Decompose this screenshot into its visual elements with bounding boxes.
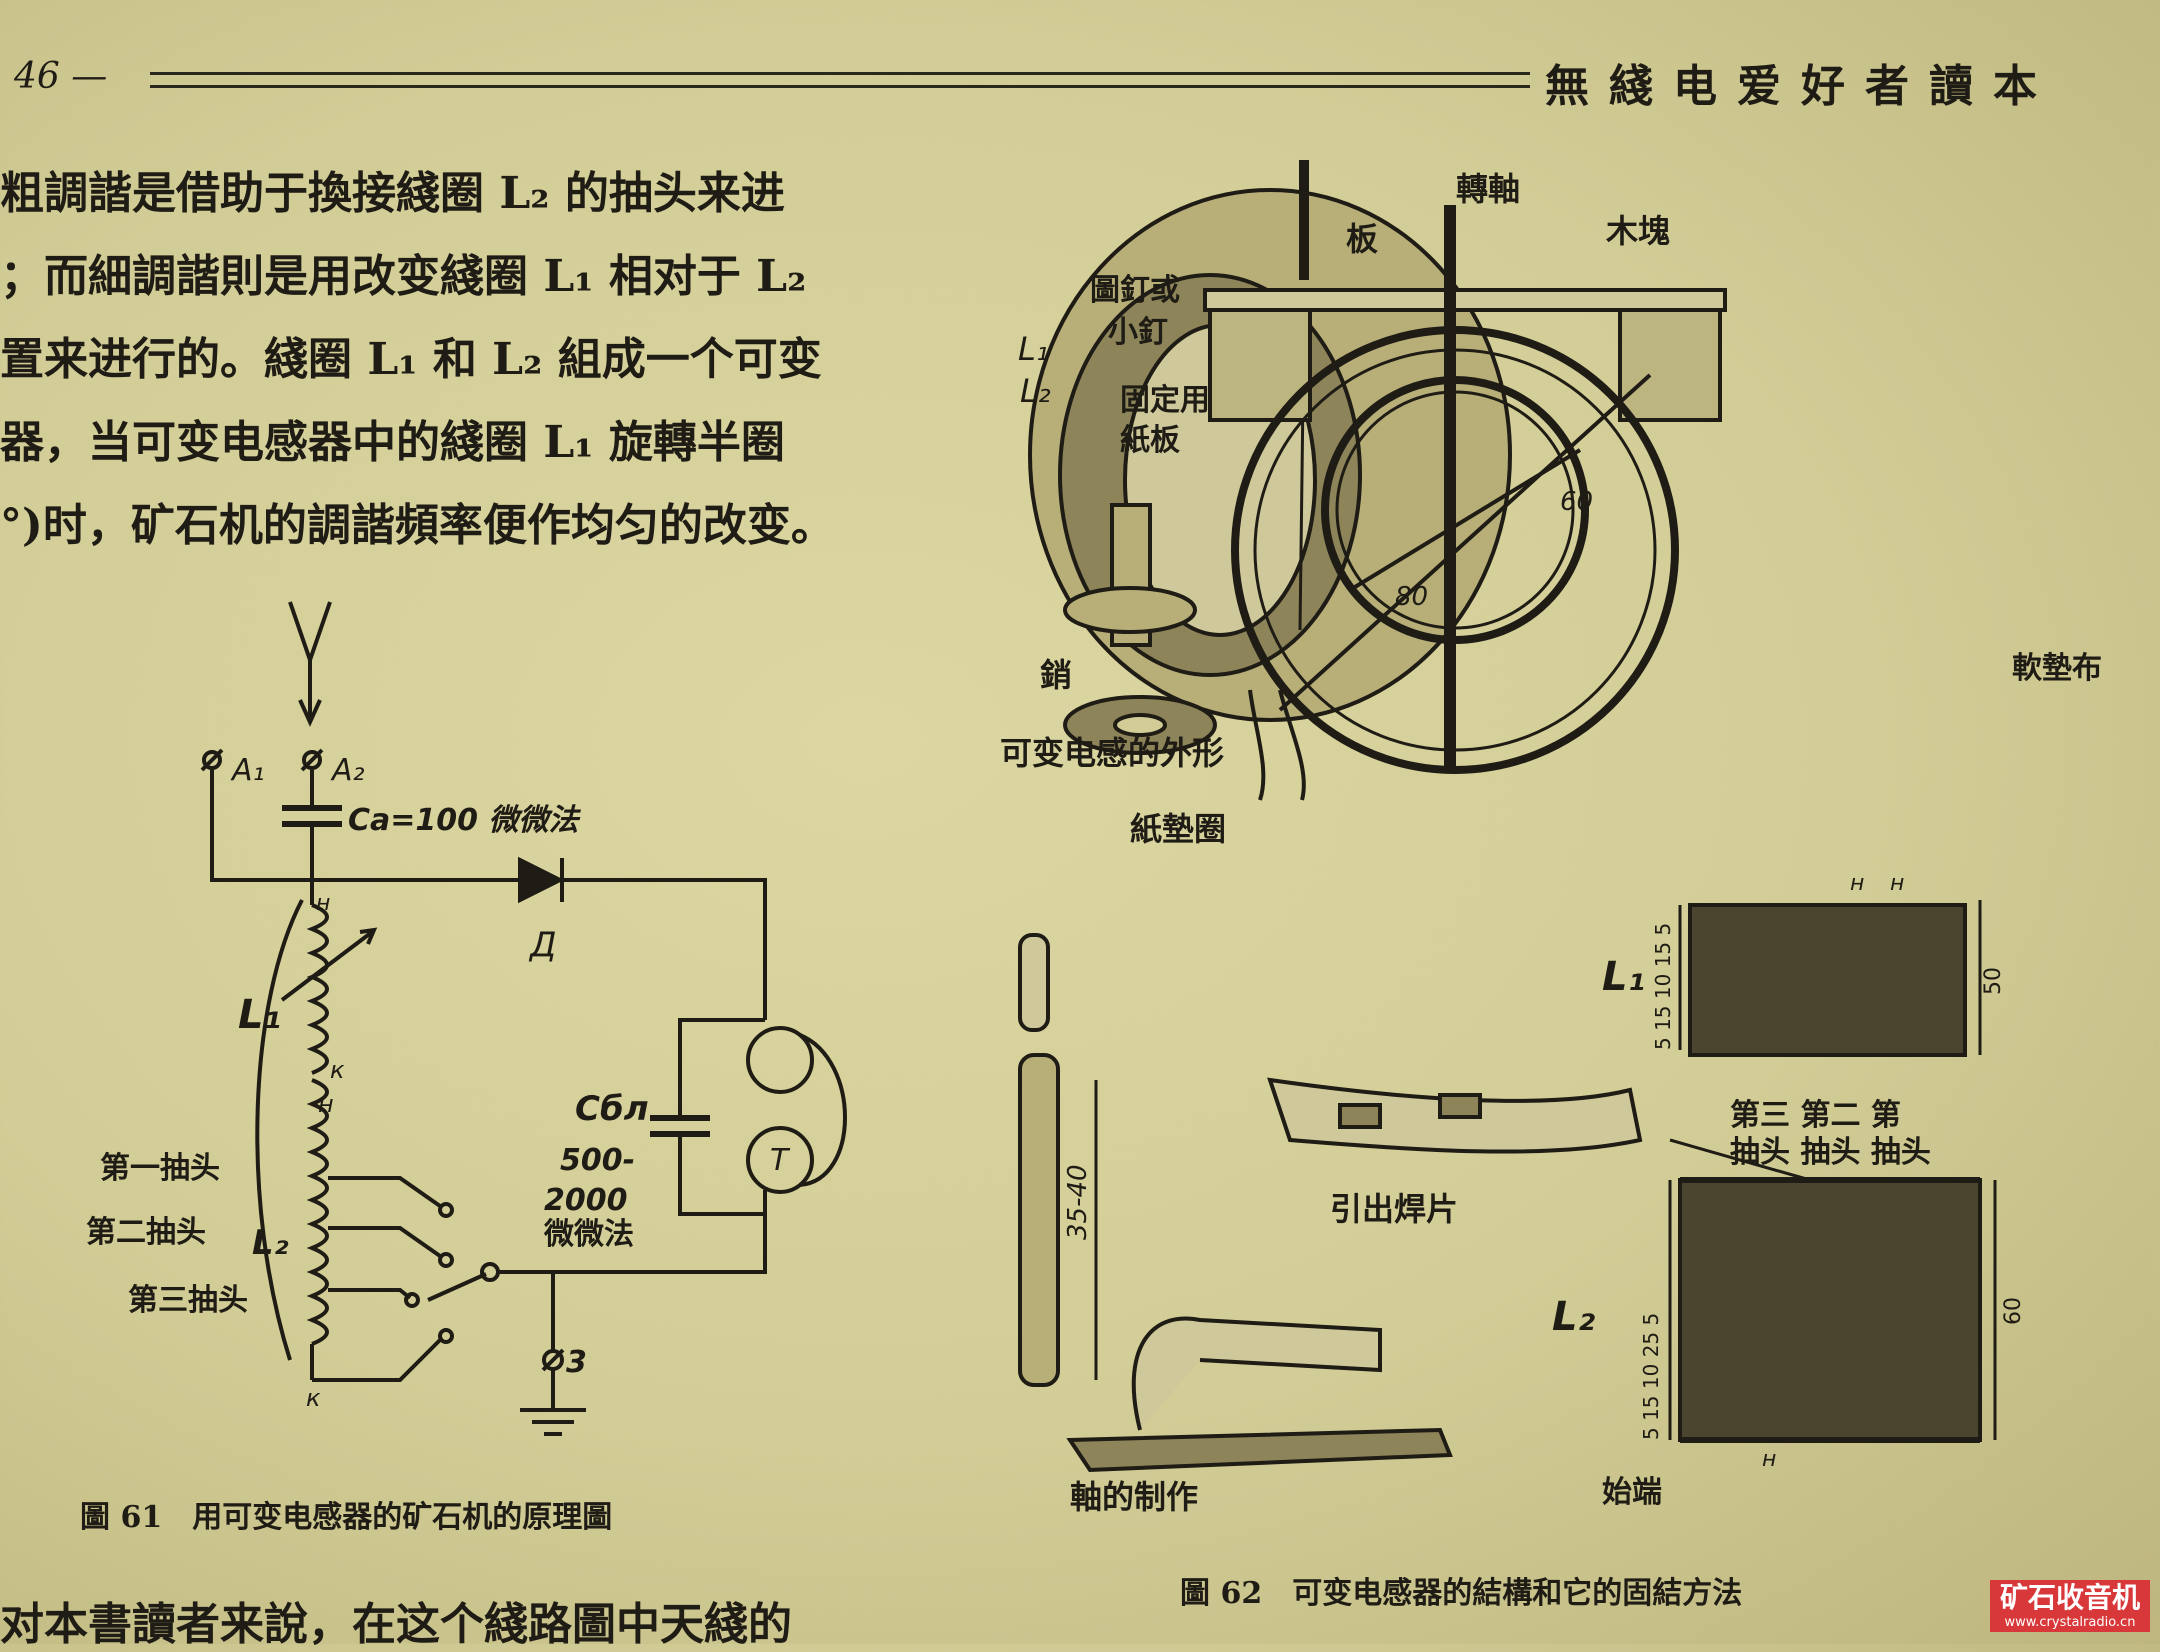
label-cbl-max: 2000 (544, 1183, 628, 1218)
top-board (1203, 288, 1727, 312)
label-dims-l1: 5 15 10 15 5 (1651, 923, 1675, 1050)
header-rule (150, 72, 1530, 88)
coil-l2 (306, 1078, 329, 1346)
label-shaft-make: 軸的制作 (1070, 1478, 1198, 1516)
label-dim3540: 35-40 (1063, 1164, 1093, 1240)
label-l2-ext: L₂ (1020, 372, 1051, 410)
figure62-caption: 圖 62 可变电感器的結構和它的固結方法 (1180, 1576, 1743, 1611)
earphone-top (746, 1026, 814, 1094)
label-nail: 圖釘或 (1090, 273, 1180, 308)
label-ca: Cа=100 微微法 (348, 803, 581, 838)
body-line: 置来进行的。綫圈 L₁ 和 L₂ 組成一个可变 (0, 334, 822, 385)
label-dim-l1-len: 50 (1981, 967, 2006, 995)
label-exterior: 可变电感的外形 (1000, 734, 1224, 772)
label-fix2: 紙板 (1120, 423, 1180, 458)
label-fix1: 固定用 (1120, 383, 1210, 418)
body-line: 粗調諧是借助于換接綫圈 L₂ 的抽头来进 (0, 168, 785, 219)
label-felt: 軟墊布 (2012, 651, 2102, 686)
watermark-text: 矿石收音机 (1999, 1581, 2140, 1614)
label-phones: T (770, 1143, 791, 1178)
label-wood: 木塊 (1605, 212, 1670, 250)
label-diode: Д (528, 925, 557, 965)
label-h2: н (318, 1090, 334, 1118)
body-line: °)时，矿石机的調諧頻率便作均匀的改变。 (0, 500, 835, 551)
label-a2: A₂ (330, 753, 365, 788)
label-l2: L₂ (252, 1223, 289, 1263)
label-solder: 引出焊片 (1330, 1190, 1458, 1228)
figure61-circuit: A₁ A₂ Cа=100 微微法 н Д L₁ к н 第一抽头 第二抽头 L₂… (86, 601, 847, 1436)
label-tap1: 第一抽头 (100, 1151, 220, 1186)
body-paragraph: 粗調諧是借助于換接綫圈 L₂ 的抽头来进 ；而細調諧則是用改变綫圈 L₁ 相对于… (0, 152, 975, 567)
label-pin: 銷 (1040, 656, 1072, 694)
label-h-top: н (316, 891, 330, 916)
label-shaft: 轉軸 (1456, 170, 1520, 208)
label-l1: L₁ (238, 992, 281, 1038)
label-dim-l2-len: 60 (2001, 1297, 2026, 1325)
body-line: ；而細調諧則是用改变綫圈 L₁ 相对于 L₂ (0, 251, 807, 302)
label-cbl: Cбл (575, 1089, 649, 1129)
body-line: 器，当可变电感器中的綫圈 L₁ 旋轉半圈 (0, 417, 785, 468)
figure61-caption: 圖 61 用可变电感器的矿石机的原理圖 (80, 1500, 613, 1535)
label-cbl-min: 500- (560, 1143, 635, 1178)
label-h-a: н (1850, 871, 1864, 896)
shaft-end (1018, 933, 1050, 1032)
antenna-symbol (288, 601, 332, 667)
label-a1: A₁ (230, 753, 265, 788)
coil-l1 (306, 903, 329, 1075)
label-dims-l2: 5 15 10 25 5 (1639, 1313, 1663, 1440)
label-washer: 紙墊圈 (1130, 810, 1226, 848)
label-l1-coil: L₁ (1602, 954, 1645, 1000)
cross-outer-coil (1231, 326, 1679, 774)
label-h-c: н (1762, 1447, 1776, 1472)
label-taps: 第三 第二 第 (1730, 1098, 1901, 1133)
diode-symbol (518, 856, 565, 904)
label-taps2: 抽头 抽头 抽头 (1730, 1135, 1931, 1170)
final-paragraph: 对本書讀者来說，在这个綫路圖中天綫的 (0, 1599, 792, 1650)
shaft-body (1018, 1053, 1060, 1387)
label-ground: 3 (566, 1345, 587, 1380)
l1-coil-body (1688, 903, 1967, 1057)
cross-inner-coil (1321, 376, 1589, 644)
label-nail2: 小釘 (1108, 315, 1168, 350)
label-dim60: 60 (1560, 487, 1593, 517)
page-number: 46 — (14, 56, 108, 97)
label-k1: к (330, 1056, 345, 1084)
label-l1-ext: L₁ (1018, 330, 1049, 368)
label-h-b: н (1890, 871, 1904, 896)
watermark: 矿石收音机 www.crystalradio.cn (1990, 1580, 2150, 1632)
label-tap3: 第三抽头 (128, 1283, 248, 1318)
book-title: 無綫电爱好者讀本 (1545, 61, 2057, 112)
label-k2: к (306, 1384, 321, 1412)
label-dim80: 80 (1395, 582, 1428, 612)
label-cbl-unit: 微微法 (543, 1217, 634, 1252)
label-board: 板 (1346, 220, 1378, 258)
label-tap2: 第二抽头 (86, 1215, 206, 1250)
l2-coil-body (1678, 1178, 1982, 1442)
watermark-url: www.crystalradio.cn (2004, 1615, 2136, 1630)
figure62-construction: L₁ L₂ 可变电感的外形 板 轉軸 木塊 圖釘或 小釘 固定用 紙板 銷 紙墊… (1000, 160, 2102, 1516)
label-l2-coil: L₂ (1552, 1294, 1595, 1340)
label-start: 始端 (1602, 1475, 1662, 1510)
earphone-bottom (746, 1126, 814, 1194)
